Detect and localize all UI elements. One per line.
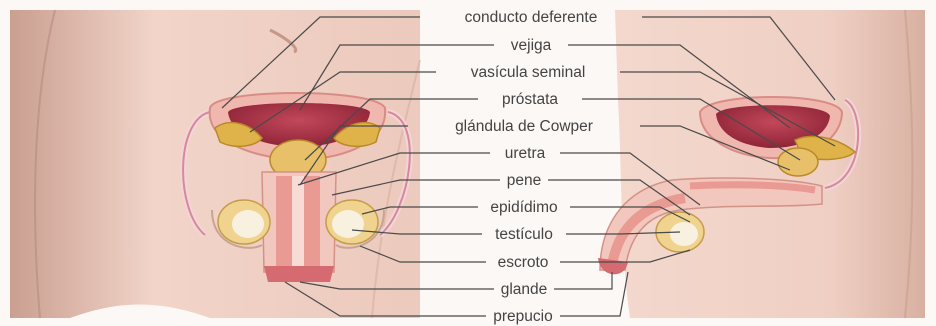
label-prostata: próstata xyxy=(502,91,558,108)
label-testiculo: testículo xyxy=(495,226,553,243)
label-glandula-cowper: glándula de Cowper xyxy=(455,118,593,135)
label-vejiga: vejiga xyxy=(511,37,552,54)
label-uretra: uretra xyxy=(505,145,546,162)
front-view-body xyxy=(10,10,420,318)
label-escroto: escroto xyxy=(498,254,549,271)
label-epididimo: epidídimo xyxy=(490,199,557,216)
label-prepucio: prepucio xyxy=(493,308,552,325)
label-glande: glande xyxy=(501,281,548,298)
label-pene: pene xyxy=(507,172,541,189)
side-view-body xyxy=(615,10,925,318)
label-conducto-deferente: conducto deferente xyxy=(465,9,598,26)
label-vesicula-seminal: vasícula seminal xyxy=(471,64,586,81)
